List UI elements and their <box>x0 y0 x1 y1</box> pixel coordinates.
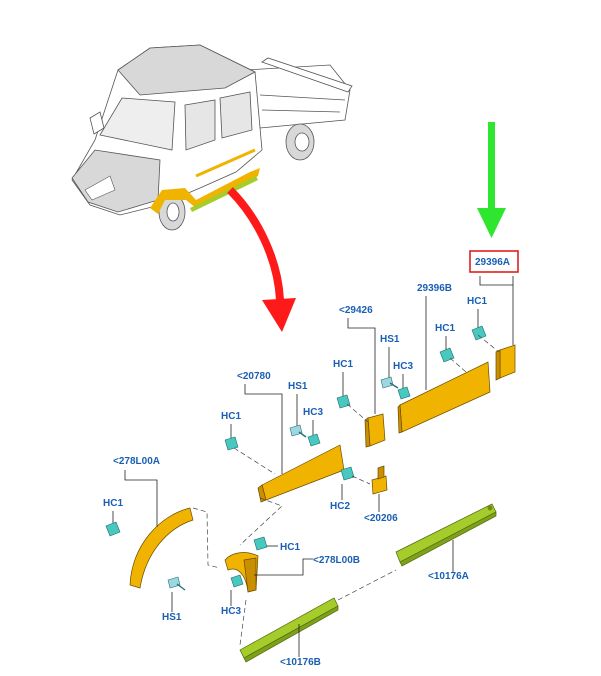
vehicle-illustration <box>71 44 353 231</box>
label-hc1-top-right-b[interactable]: HC1 <box>435 323 455 334</box>
clip-hc3-bottom <box>230 574 244 588</box>
green-arrow <box>477 122 506 238</box>
label-hs1-top[interactable]: HS1 <box>380 334 400 345</box>
label-278L00B[interactable]: <278L00B <box>313 555 360 566</box>
part-29426 <box>364 413 386 448</box>
label-hc1-arch[interactable]: HC1 <box>103 498 123 509</box>
label-10176B[interactable]: <10176B <box>280 657 321 668</box>
label-20780[interactable]: <20780 <box>237 371 271 382</box>
clip-hc3-top <box>397 386 411 400</box>
clip-hc1-arch <box>105 521 121 537</box>
screw-hs1-top <box>380 376 399 389</box>
label-hc1-bottom[interactable]: HC1 <box>280 542 300 553</box>
clip-hc1-b <box>439 347 467 373</box>
label-20206[interactable]: <20206 <box>364 513 398 524</box>
label-10176A[interactable]: <10176A <box>428 571 469 582</box>
label-29396B[interactable]: 29396B <box>417 283 452 294</box>
clip-hc1-a <box>471 325 500 353</box>
part-29396A <box>495 344 516 381</box>
clip-hc1-left <box>224 436 276 475</box>
label-hc3-left[interactable]: HC3 <box>303 407 323 418</box>
clip-hc2 <box>340 466 371 485</box>
label-hc3-top[interactable]: HC3 <box>393 361 413 372</box>
part-10176A <box>395 503 497 567</box>
label-29426[interactable]: <29426 <box>339 305 373 316</box>
part-20780 <box>257 444 345 503</box>
label-hc2[interactable]: HC2 <box>330 501 350 512</box>
label-hc1-mid[interactable]: HC1 <box>333 359 353 370</box>
part-20206 <box>371 465 388 495</box>
label-29396A[interactable]: 29396A <box>475 257 510 268</box>
label-hc1-top-right-a[interactable]: HC1 <box>467 296 487 307</box>
label-hs1-left[interactable]: HS1 <box>288 381 308 392</box>
clip-hc3-left <box>307 433 321 447</box>
part-278L00B <box>224 552 259 593</box>
label-hs1-bottom[interactable]: HS1 <box>162 612 182 623</box>
clip-hc1-bottom <box>253 536 268 551</box>
part-10176B <box>239 597 339 663</box>
label-278L00A[interactable]: <278L00A <box>113 456 160 467</box>
label-hc1-left[interactable]: HC1 <box>221 411 241 422</box>
clip-hc1-mid <box>336 394 369 423</box>
red-arrow <box>227 187 296 332</box>
highlight-box <box>469 250 519 273</box>
screw-hs1-bottom <box>167 576 186 591</box>
label-hc3-bottom[interactable]: HC3 <box>221 606 241 617</box>
screw-hs1-left <box>289 424 307 438</box>
part-278L00A <box>129 507 194 589</box>
part-29396B <box>397 361 491 434</box>
